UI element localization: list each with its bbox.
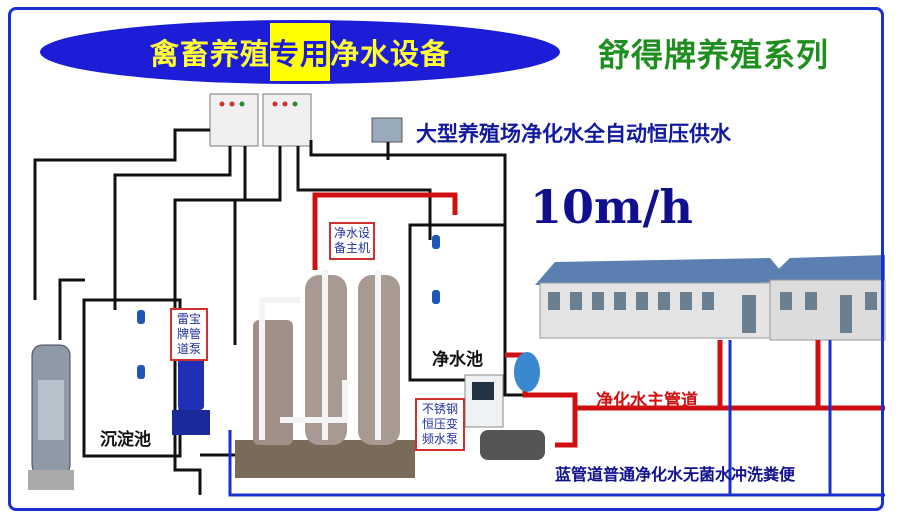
submersible-pump bbox=[28, 344, 74, 490]
title-highlight: 专用 bbox=[269, 23, 330, 81]
clean-water-tank bbox=[408, 223, 507, 382]
page-title: 禽畜养殖专用净水设备 bbox=[40, 20, 560, 84]
title-part-1: 禽畜养殖 bbox=[149, 37, 270, 71]
booster-pump bbox=[464, 352, 545, 460]
blue-pipe-note: 蓝管道普通净化水无菌水冲洗粪便 bbox=[555, 465, 796, 484]
main-unit-label: 净水设备主机 bbox=[329, 222, 375, 260]
pipeline-pump-label: 雷宝牌管道泵 bbox=[170, 308, 208, 361]
pipeline-pump bbox=[172, 355, 210, 435]
flow-rate: 10m/h bbox=[530, 180, 693, 234]
control-cabinets bbox=[209, 93, 403, 147]
outer-frame bbox=[8, 7, 884, 511]
filter-vessels bbox=[235, 270, 415, 478]
title-part-2: 净水设备 bbox=[330, 37, 451, 71]
main-pipe-label: 净化水主管道 bbox=[596, 391, 698, 411]
booster-pump-label: 不锈钢恒压变频水泵 bbox=[415, 398, 465, 451]
sediment-tank-label: 沉淀池 bbox=[100, 430, 151, 450]
subtitle: 大型养殖场净化水全自动恒压供水 bbox=[416, 122, 731, 146]
clean-tank-label: 净水池 bbox=[432, 350, 483, 370]
brand-title: 舒得牌养殖系列 bbox=[598, 36, 830, 74]
livestock-barns bbox=[535, 255, 886, 341]
